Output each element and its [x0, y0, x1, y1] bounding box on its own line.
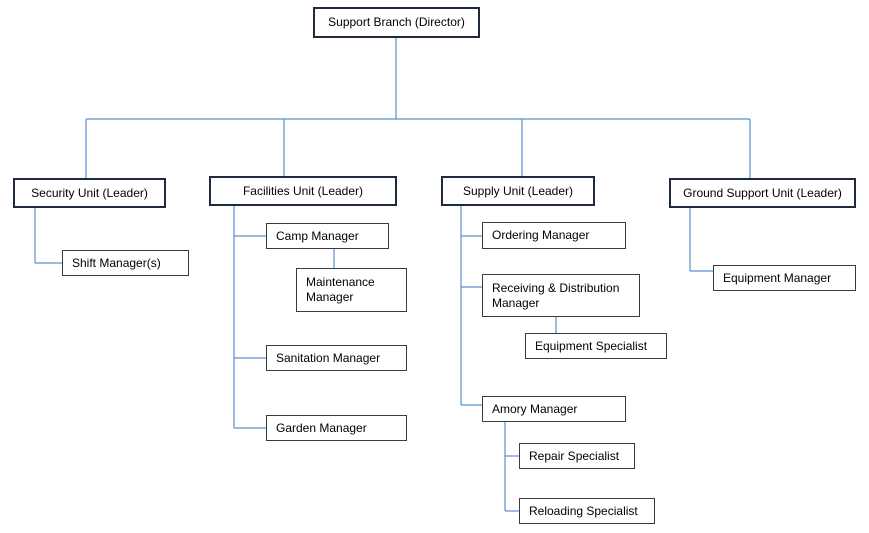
shift-manager-label: Shift Manager(s) [72, 255, 161, 270]
repair-specialist-box: Repair Specialist [519, 443, 635, 469]
equipment-specialist-box: Equipment Specialist [525, 333, 667, 359]
sanitation-manager-label: Sanitation Manager [276, 350, 381, 365]
repair-specialist-label: Repair Specialist [529, 448, 620, 463]
equipment-manager-box: Equipment Manager [713, 265, 856, 291]
director-box: Support Branch (Director) [313, 7, 480, 38]
supply-unit-label: Supply Unit (Leader) [462, 183, 574, 198]
amory-manager-label: Amory Manager [492, 401, 578, 416]
ordering-manager-label: Ordering Manager [492, 228, 590, 242]
reloading-specialist-label: Reloading Specialist [529, 503, 638, 518]
security-unit-label: Security Unit (Leader) [31, 185, 148, 200]
maintenance-manager-label: Maintenance Manager [306, 275, 375, 304]
facilities-unit-box: Facilities Unit (Leader) [209, 176, 397, 206]
amory-manager-box: Amory Manager [482, 396, 626, 422]
facilities-unit-label: Facilities Unit (Leader) [242, 183, 364, 198]
garden-manager-box: Garden Manager [266, 415, 407, 441]
garden-manager-label: Garden Manager [276, 420, 367, 435]
sanitation-manager-box: Sanitation Manager [266, 345, 407, 371]
camp-manager-label: Camp Manager [276, 228, 359, 243]
receiving-distribution-manager-box: Receiving & Distribution Manager [482, 274, 640, 317]
reloading-specialist-box: Reloading Specialist [519, 498, 655, 524]
ground-support-unit-label: Ground Support Unit (Leader) [683, 185, 842, 200]
equipment-manager-label: Equipment Manager [723, 270, 832, 285]
ground-support-unit-box: Ground Support Unit (Leader) [669, 178, 856, 208]
shift-manager-box: Shift Manager(s) [62, 250, 189, 276]
ordering-manager-box: Ordering Manager [482, 222, 626, 249]
supply-unit-box: Supply Unit (Leader) [441, 176, 595, 206]
maintenance-manager-box: Maintenance Manager [296, 268, 407, 312]
security-unit-box: Security Unit (Leader) [13, 178, 166, 208]
director-label: Support Branch (Director) [328, 15, 465, 29]
receiving-distribution-manager-label: Receiving & Distribution Manager [492, 280, 620, 310]
camp-manager-box: Camp Manager [266, 223, 389, 249]
equipment-specialist-label: Equipment Specialist [535, 338, 648, 353]
